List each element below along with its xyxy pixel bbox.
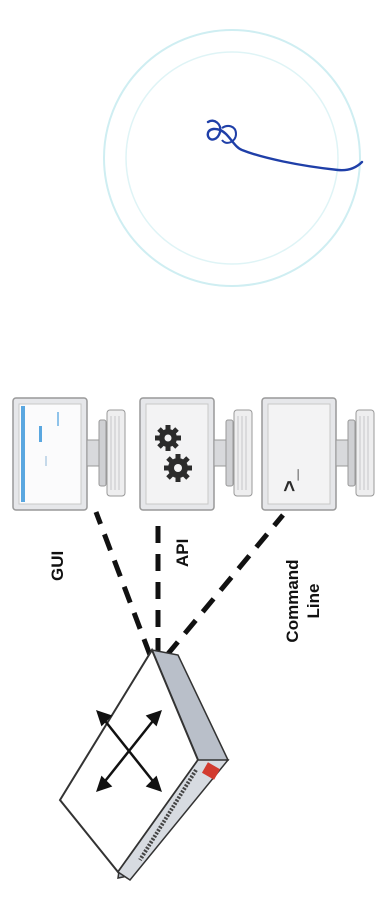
gear-icon [155,425,181,451]
connector-lines [93,511,285,657]
cli-keyboard [355,409,375,497]
cli-monitor-stand [335,439,349,467]
handwritten-signature [206,119,364,172]
api-keyboard [233,409,253,497]
label-command-line: Command Line [282,554,324,648]
stamp-watermark [103,29,361,287]
connector-command-line [165,513,285,657]
gui-workstation [12,397,126,511]
label-command-line-1: Command [283,559,302,643]
switch-arrows-icon [96,710,162,792]
gui-monitor-stand [86,439,100,467]
gui-keyboard [106,409,126,497]
terminal-prompt: >_ [279,468,301,492]
brand-logo [201,762,221,780]
gui-window-bar [21,406,25,502]
label-api: API [173,538,192,567]
connector-gui [93,511,153,656]
api-workstation [139,397,253,511]
label-gui: GUI [48,550,67,581]
command-line-workstation: >_ [261,397,375,511]
gear-icon [164,454,192,482]
port-strip [138,768,198,862]
api-monitor-stand [213,439,227,467]
network-switch-device [58,647,230,882]
label-command-line-2: Line [304,583,323,619]
